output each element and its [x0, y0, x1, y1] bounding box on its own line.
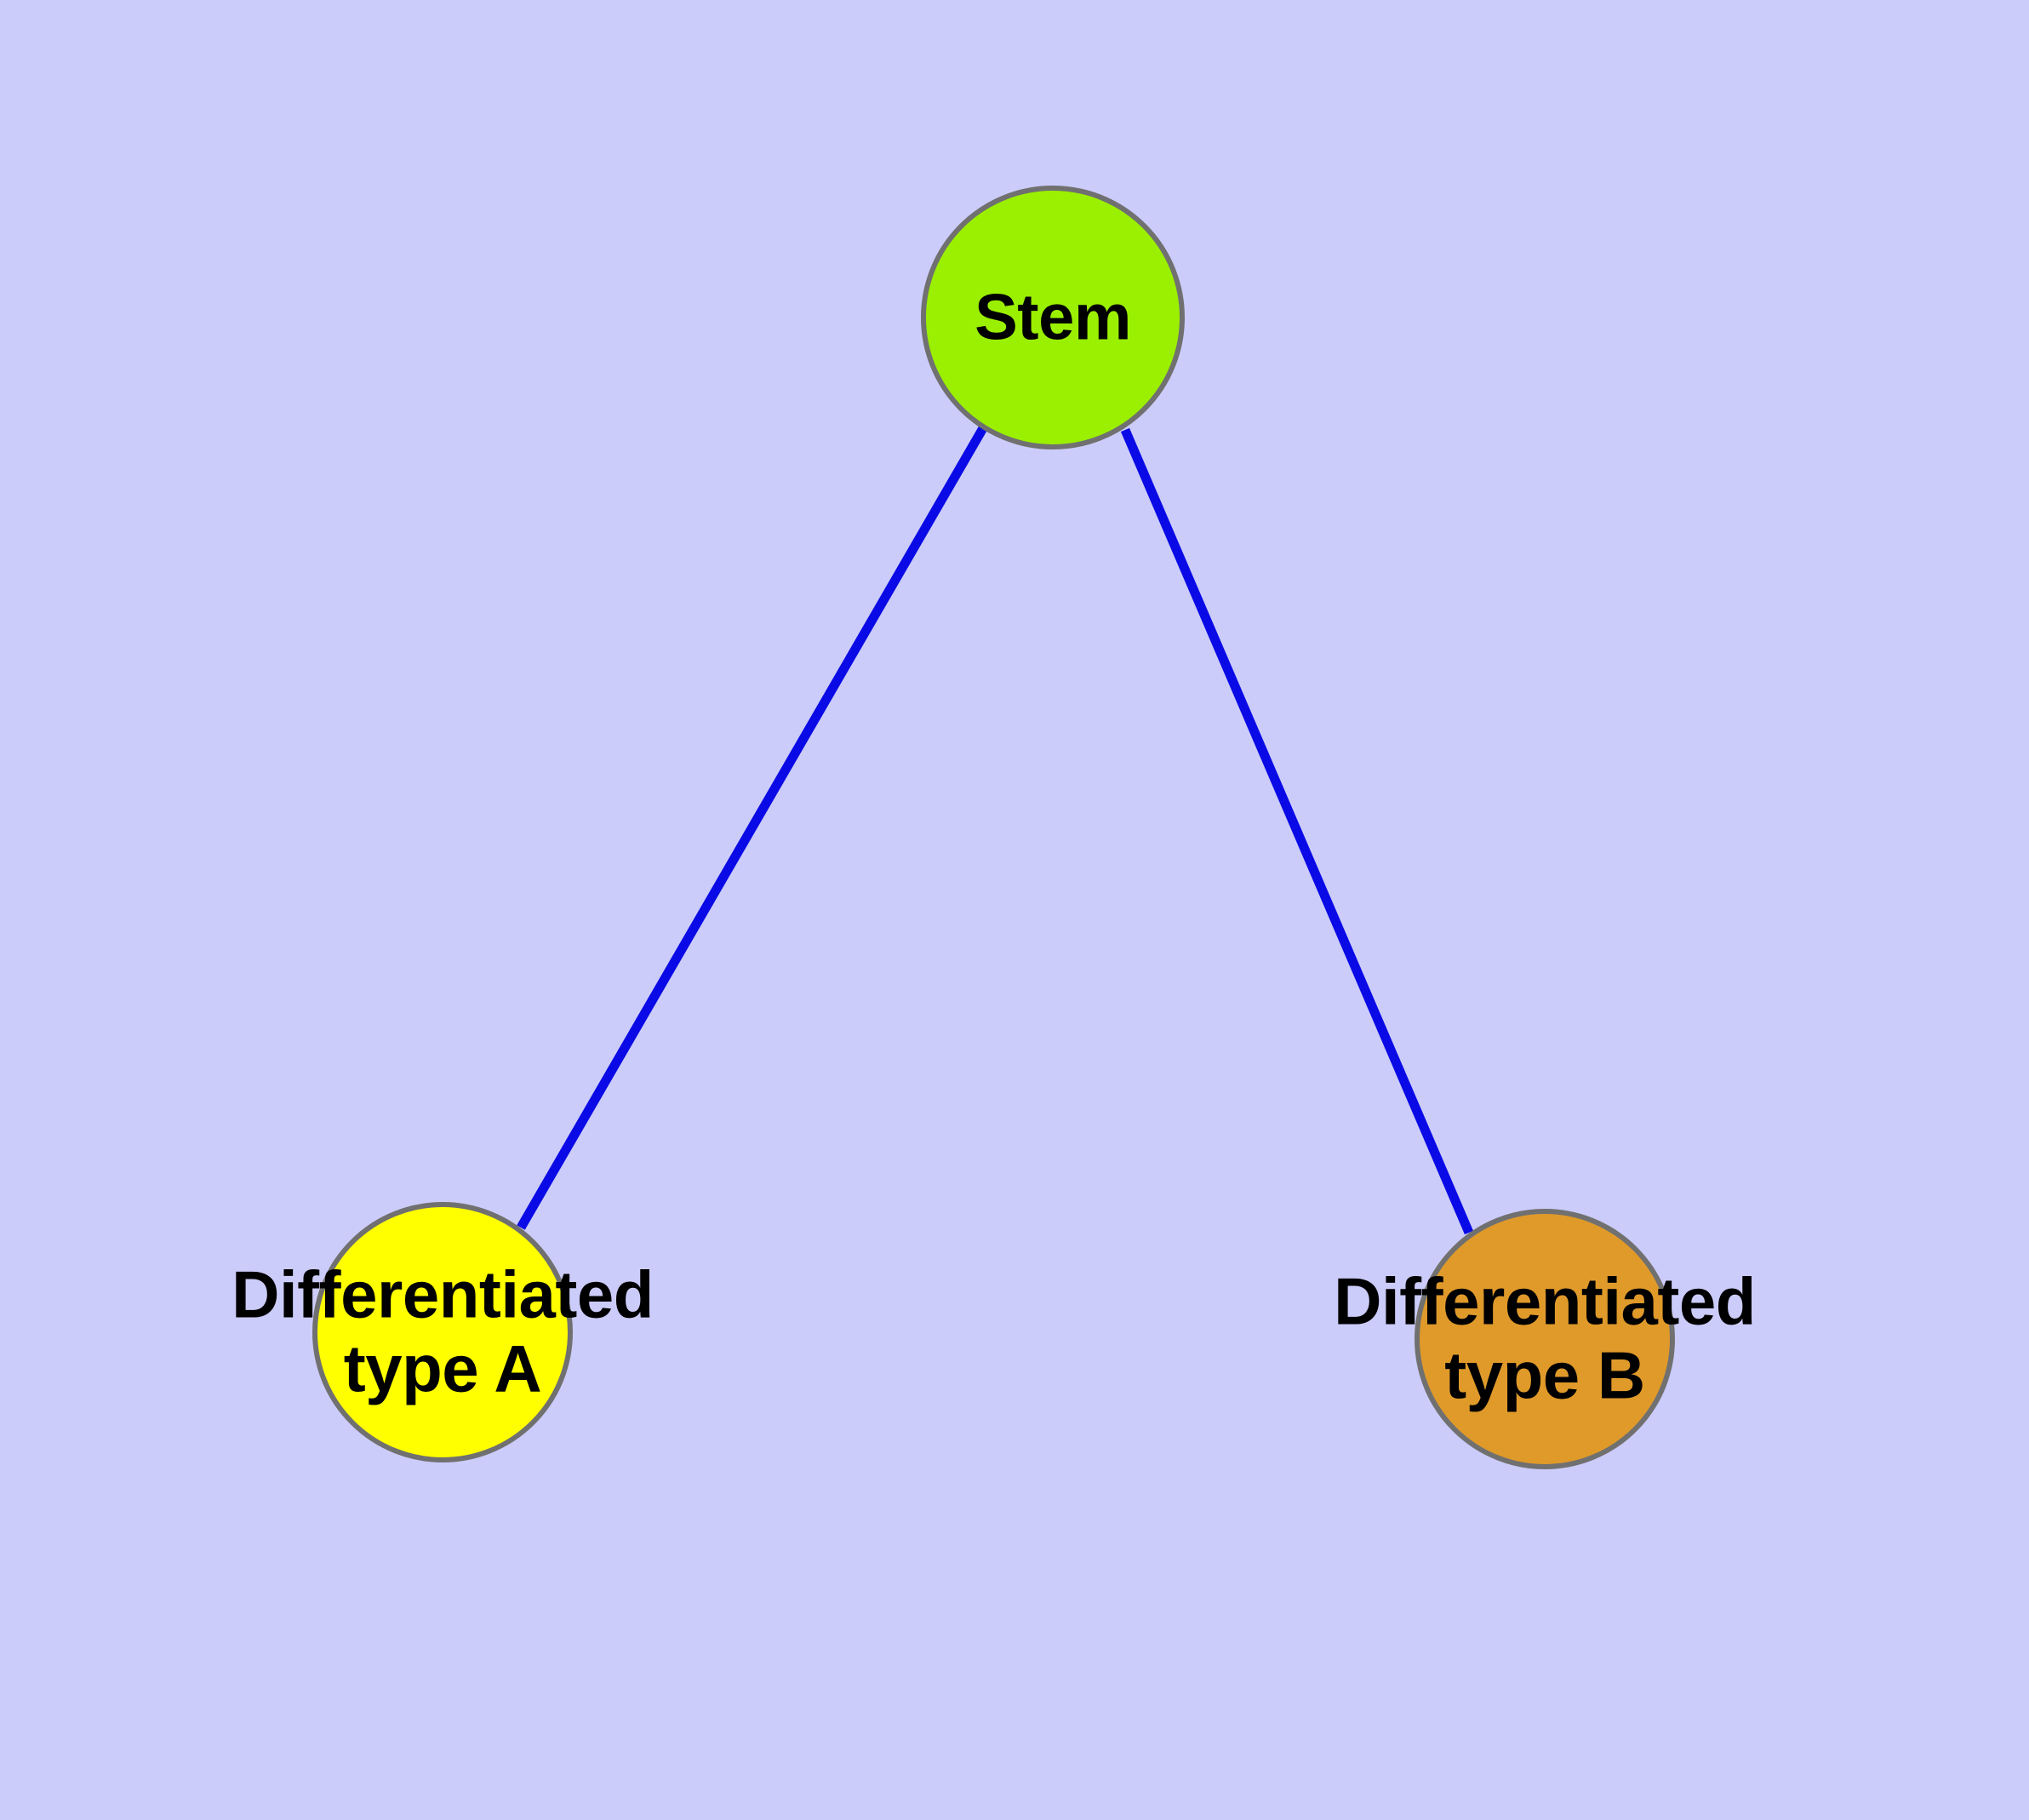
node-circle-diff_a[interactable]	[312, 1202, 573, 1462]
edge-layer	[517, 426, 1474, 1235]
edge-stem-diff-b	[1120, 427, 1474, 1235]
edge-stem-diff-a	[517, 426, 987, 1230]
node-layer	[312, 186, 1675, 1469]
node-circle-diff_b[interactable]	[1415, 1209, 1675, 1469]
node-circle-stem[interactable]	[921, 186, 1185, 449]
